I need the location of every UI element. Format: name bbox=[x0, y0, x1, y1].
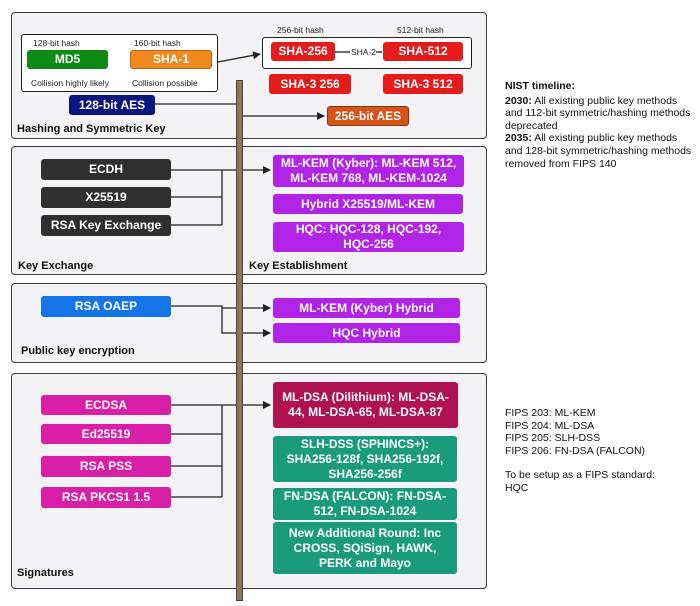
key-establishment-label: Key Establishment bbox=[249, 260, 348, 272]
rsa-kex-box: RSA Key Exchange bbox=[41, 215, 171, 236]
nist-timeline-title: NIST timeline: bbox=[505, 80, 576, 92]
additional-round-box: New Additional Round: Inc CROSS, SQiSign… bbox=[273, 522, 457, 574]
fips-note: FIPS 203: ML-KEM FIPS 204: ML-DSA FIPS 2… bbox=[505, 407, 693, 495]
sha256-bits-label: 256-bit hash bbox=[277, 25, 324, 35]
fips-203: FIPS 203: ML-KEM bbox=[505, 407, 596, 419]
mlkem-box: ML-KEM (Kyber): ML-KEM 512, ML-KEM 768, … bbox=[273, 155, 464, 187]
rsa-pss-box: RSA PSS bbox=[41, 456, 171, 477]
ecdh-box: ECDH bbox=[41, 159, 171, 180]
hqc-box: HQC: HQC-128, HQC-192, HQC-256 bbox=[273, 222, 464, 252]
wire-oaep-top bbox=[171, 304, 271, 312]
aes128-box: 128-bit AES bbox=[69, 95, 155, 115]
mlkem-hybrid-box: ML-KEM (Kyber) Hybrid bbox=[273, 298, 460, 318]
hashing-section-label: Hashing and Symmetric Key bbox=[17, 123, 166, 135]
md5-bits-label: 128-bit hash bbox=[33, 38, 80, 48]
wire-legacy-to-sha2 bbox=[217, 51, 261, 63]
rsa-pkcs1-box: RSA PKCS1 1.5 bbox=[41, 487, 171, 508]
rsa-oaep-box: RSA OAEP bbox=[41, 296, 171, 317]
nist-2035-text: All existing public key methods and 128-… bbox=[505, 132, 692, 170]
sha512-bits-label: 512-bit hash bbox=[397, 25, 444, 35]
sha256-box: SHA-256 bbox=[271, 42, 335, 61]
nist-2030-text: All existing public key methods and 112-… bbox=[505, 94, 691, 132]
nist-2030-year: 2030: bbox=[505, 94, 532, 107]
ecdsa-box: ECDSA bbox=[41, 395, 171, 415]
fips-204: FIPS 204: ML-DSA bbox=[505, 419, 595, 432]
sha3-256-box: SHA-3 256 bbox=[269, 74, 351, 94]
sha1-box: SHA-1 bbox=[130, 50, 212, 69]
fips-setup-line1: To be setup as a FIPS standard: bbox=[505, 469, 656, 482]
signatures-label: Signatures bbox=[17, 567, 74, 579]
sha512-box: SHA-512 bbox=[383, 42, 463, 61]
nist-timeline-note: NIST timeline: 2030: All existing public… bbox=[505, 80, 693, 170]
wire-oaep-bottom bbox=[221, 308, 271, 337]
md5-note: Collision highly likely bbox=[31, 78, 109, 88]
hqc-hybrid-box: HQC Hybrid bbox=[273, 323, 460, 343]
nist-2035-year: 2035: bbox=[505, 132, 532, 145]
sha3-512-box: SHA-3 512 bbox=[383, 74, 463, 94]
mldsa-box: ML-DSA (Dilithium): ML-DSA-44, ML-DSA-65… bbox=[273, 382, 458, 428]
x25519-box: X25519 bbox=[41, 187, 171, 208]
ed25519-box: Ed25519 bbox=[41, 424, 171, 444]
fips-206: FIPS 206: FN-DSA (FALCON) bbox=[505, 444, 646, 457]
md5-box: MD5 bbox=[27, 50, 108, 69]
key-exchange-label: Key Exchange bbox=[18, 260, 94, 272]
sha1-bits-label: 160-bit hash bbox=[134, 38, 181, 48]
nist-2030: 2030: All existing public key methods an… bbox=[505, 95, 693, 133]
nist-2035: 2035: All existing public key methods an… bbox=[505, 132, 693, 170]
hybrid-x25519-mlkem-box: Hybrid X25519/ML-KEM bbox=[273, 194, 463, 214]
fndsa-box: FN-DSA (FALCON): FN-DSA-512, FN-DSA-1024 bbox=[273, 488, 457, 520]
fips-setup-line2: HQC bbox=[505, 481, 529, 494]
public-key-label: Public key encryption bbox=[21, 345, 135, 357]
sha2-label: SHA-2 bbox=[351, 47, 377, 57]
sha1-note: Collision possible bbox=[132, 78, 198, 88]
slhdss-box: SLH-DSS (SPHINCS+): SHA256-128f, SHA256-… bbox=[273, 436, 457, 482]
aes256-box: 256-bit AES bbox=[327, 106, 409, 126]
fips-205: FIPS 205: SLH-DSS bbox=[505, 432, 601, 445]
timeline-bar bbox=[236, 80, 243, 601]
